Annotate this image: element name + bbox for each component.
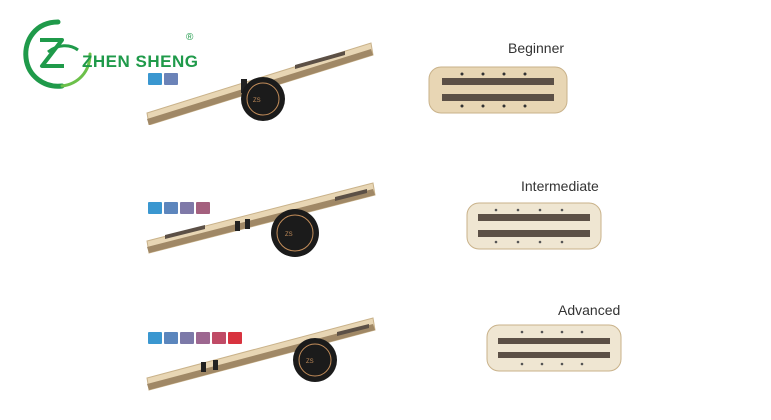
balance-board-top-view-intermediate	[466, 202, 602, 250]
difficulty-bar-intermediate	[148, 202, 210, 214]
difficulty-segment	[148, 332, 162, 344]
difficulty-bar-beginner	[148, 73, 178, 85]
balance-board-top-view-beginner	[428, 66, 568, 114]
logo-swirl-icon	[23, 19, 92, 89]
difficulty-segment	[164, 73, 178, 85]
difficulty-segment	[164, 202, 178, 214]
brand-logo: ZHEN SHENG ®	[18, 14, 198, 94]
registered-mark: ®	[186, 32, 194, 43]
difficulty-segment	[148, 73, 162, 85]
svg-text:ZS: ZS	[253, 98, 261, 104]
difficulty-bar-advanced	[148, 332, 242, 344]
difficulty-segment	[180, 202, 194, 214]
brand-name: ZHEN SHENG	[82, 52, 199, 71]
level-label-intermediate: Intermediate	[521, 178, 599, 194]
difficulty-segment	[212, 332, 226, 344]
difficulty-segment	[148, 202, 162, 214]
difficulty-segment	[196, 332, 210, 344]
difficulty-segment	[196, 202, 210, 214]
row-advanced: ZS Advanced	[0, 300, 771, 420]
difficulty-segment	[180, 332, 194, 344]
balance-board-side-view-advanced: ZS	[146, 317, 376, 391]
difficulty-segment	[164, 332, 178, 344]
difficulty-segment	[228, 332, 242, 344]
balance-board-side-view-beginner: ZS	[146, 42, 374, 125]
level-label-beginner: Beginner	[508, 40, 565, 56]
svg-text:ZS: ZS	[285, 232, 293, 238]
row-intermediate: ZS Intermediate	[0, 168, 771, 288]
svg-text:ZS: ZS	[306, 359, 314, 365]
balance-board-side-view-intermediate: ZS	[146, 182, 376, 257]
row-beginner: ZS Beginner	[0, 30, 771, 150]
balance-board-top-view-advanced	[486, 324, 622, 372]
level-label-advanced: Advanced	[558, 302, 621, 318]
